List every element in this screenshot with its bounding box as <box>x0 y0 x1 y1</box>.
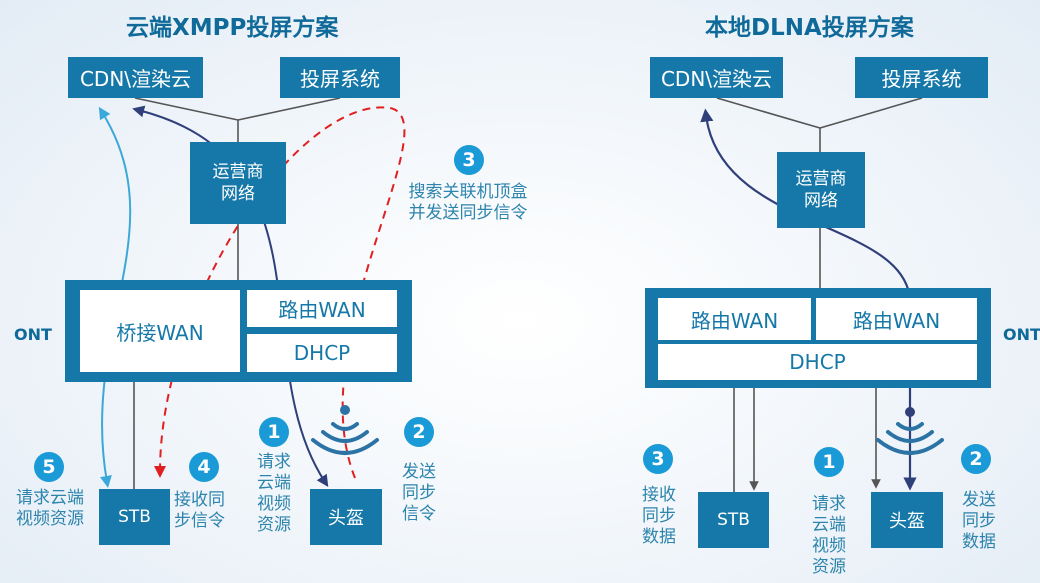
right-headset-box: 头盔 <box>871 492 943 548</box>
right-step2-line: 数据 <box>962 532 996 552</box>
right-signal-dot <box>905 407 915 417</box>
left-step5-text: 请求云端 视频资源 <box>8 488 92 530</box>
left-stb-box: STB <box>99 489 170 545</box>
left-step1-line: 请求 <box>257 452 291 472</box>
left-operator-line1: 运营商 <box>212 162 264 182</box>
right-step3-line: 数据 <box>642 527 676 547</box>
left-screen-system-box: 投屏系统 <box>280 57 400 98</box>
left-step1-line: 资源 <box>257 515 291 535</box>
right-operator-line2: 网络 <box>804 191 838 211</box>
left-step4-line: 接收同 <box>174 490 225 510</box>
left-step2-line: 发送 <box>402 462 436 482</box>
right-operator-line1: 运营商 <box>795 169 847 189</box>
left-step3-line: 搜索关联机顶盒 <box>408 182 528 202</box>
left-step5-line: 请求云端 <box>16 488 84 508</box>
right-step3-line: 同步 <box>642 506 676 526</box>
left-wifi-icon <box>311 405 379 455</box>
left-step2-badge: 2 <box>404 417 434 447</box>
left-step1-line: 视频 <box>257 494 291 514</box>
left-headset-cloud-arrow <box>132 105 329 488</box>
left-bridge-wan: 桥接WAN <box>80 290 240 372</box>
right-screen-system-box: 投屏系统 <box>855 57 988 98</box>
right-step1-badge: 1 <box>814 447 844 477</box>
right-step1-line: 请求 <box>812 494 846 514</box>
left-step2-text: 发送 同步 信令 <box>396 462 442 525</box>
right-step2-line: 发送 <box>962 490 996 510</box>
left-step1-text: 请求 云端 视频 资源 <box>252 452 296 536</box>
left-step3-text: 搜索关联机顶盒 并发送同步信令 <box>393 182 543 224</box>
left-dhcp: DHCP <box>247 334 397 372</box>
left-step3-badge: 3 <box>454 145 484 175</box>
left-operator-box: 运营商 网络 <box>190 142 286 224</box>
left-step3-line: 并发送同步信令 <box>408 203 528 223</box>
right-step2-text: 发送 同步 数据 <box>954 490 1004 553</box>
right-step1-text: 请求 云端 视频 资源 <box>806 494 852 578</box>
left-step2-line: 同步 <box>402 483 436 503</box>
left-ont-label: ONT <box>14 325 52 344</box>
left-step4-badge: 4 <box>189 452 219 482</box>
right-cdn-box: CDN\渲染云 <box>650 57 783 98</box>
right-ont-label: ONT <box>1003 325 1040 344</box>
right-step3-text: 接收 同步 数据 <box>636 485 682 548</box>
right-operator-box: 运营商 网络 <box>777 152 865 228</box>
left-step1-line: 云端 <box>257 473 291 493</box>
right-router-wan-2: 路由WAN <box>816 298 977 340</box>
right-router-wan-1: 路由WAN <box>658 298 811 340</box>
left-router-wan: 路由WAN <box>247 290 397 327</box>
left-cdn-box: CDN\渲染云 <box>68 57 203 98</box>
right-step1-line: 视频 <box>812 536 846 556</box>
left-step2-line: 信令 <box>402 504 436 524</box>
right-step1-line: 资源 <box>812 557 846 577</box>
left-title: 云端XMPP投屏方案 <box>126 15 339 41</box>
left-step1-badge: 1 <box>259 417 289 447</box>
right-step3-badge: 3 <box>643 444 673 474</box>
right-step2-line: 同步 <box>962 511 996 531</box>
right-stb-box: STB <box>698 492 769 548</box>
left-step5-badge: 5 <box>34 452 64 482</box>
right-step2-badge: 2 <box>961 444 991 474</box>
left-operator-line2: 网络 <box>221 184 255 204</box>
left-step5-line: 视频资源 <box>16 509 84 529</box>
right-step1-line: 云端 <box>812 515 846 535</box>
left-step4-line: 步信令 <box>174 511 225 531</box>
left-step4-text: 接收同 步信令 <box>174 490 240 532</box>
right-wifi-icon <box>876 422 944 455</box>
left-headset-box: 头盔 <box>310 489 382 545</box>
right-dhcp: DHCP <box>658 344 977 380</box>
right-title: 本地DLNA投屏方案 <box>705 15 914 41</box>
right-step3-line: 接收 <box>642 485 676 505</box>
